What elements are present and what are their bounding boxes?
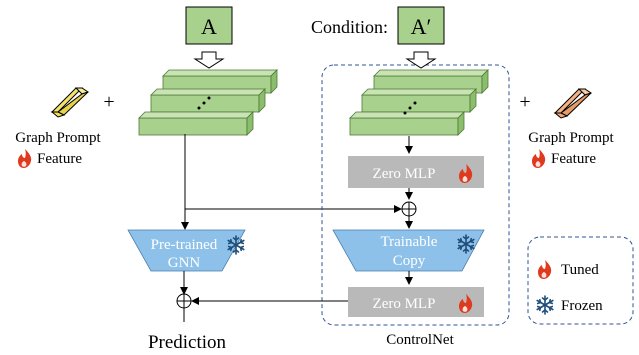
controlnet-sum-node — [401, 201, 417, 217]
trainable-copy-line1: Trainable — [381, 234, 438, 250]
zero-mlp-top-block: Zero MLP — [348, 156, 484, 188]
down-arrow-icon — [193, 51, 225, 69]
condition-input-label: A′ — [411, 14, 432, 39]
zero-mlp-bottom-block: Zero MLP — [348, 287, 484, 317]
legend-tuned-label: Tuned — [561, 262, 599, 278]
snowflake-icon — [536, 295, 554, 315]
down-arrow-icon — [405, 51, 437, 69]
right-prompt-feature-icon — [553, 88, 593, 119]
prediction-label: Prediction — [148, 332, 227, 353]
trainable-copy-line2: Copy — [393, 253, 426, 269]
pretrained-gnn-line2: GNN — [168, 255, 201, 271]
input-a-box: A — [185, 6, 233, 45]
condition-input-box: A′ — [397, 6, 445, 45]
controlnet-layer-stack — [349, 69, 489, 136]
pretrained-gnn-line1: Pre-trained — [151, 237, 218, 253]
left-flame-icon — [18, 149, 32, 168]
zero-mlp-top-label: Zero MLP — [373, 166, 436, 182]
right-flame-icon — [532, 149, 546, 168]
prediction-sum-node — [176, 293, 192, 309]
flame-icon — [538, 260, 552, 279]
right-prompt-line2: Feature — [551, 151, 596, 167]
left-plus-sign: + — [103, 91, 114, 113]
condition-label: Condition: — [311, 17, 388, 37]
right-prompt-line1: Graph Prompt — [528, 130, 614, 146]
left-prompt-line1: Graph Prompt — [15, 130, 101, 146]
input-a-label: A — [201, 14, 217, 39]
controlnet-box — [321, 64, 510, 326]
right-plus-sign: + — [519, 91, 530, 113]
left-prompt-feature-icon — [50, 87, 90, 118]
legend-frozen-label: Frozen — [561, 298, 603, 314]
legend: Tuned Frozen — [527, 236, 634, 325]
controlnet-label: ControlNet — [386, 332, 454, 348]
trainable-copy-block: Trainable Copy — [332, 229, 485, 272]
pretrained-gnn-block: Pre-trained GNN — [127, 229, 246, 272]
left-layer-stack — [138, 69, 278, 136]
left-prompt-line2: Feature — [37, 151, 82, 167]
zero-mlp-bottom-label: Zero MLP — [373, 296, 436, 312]
